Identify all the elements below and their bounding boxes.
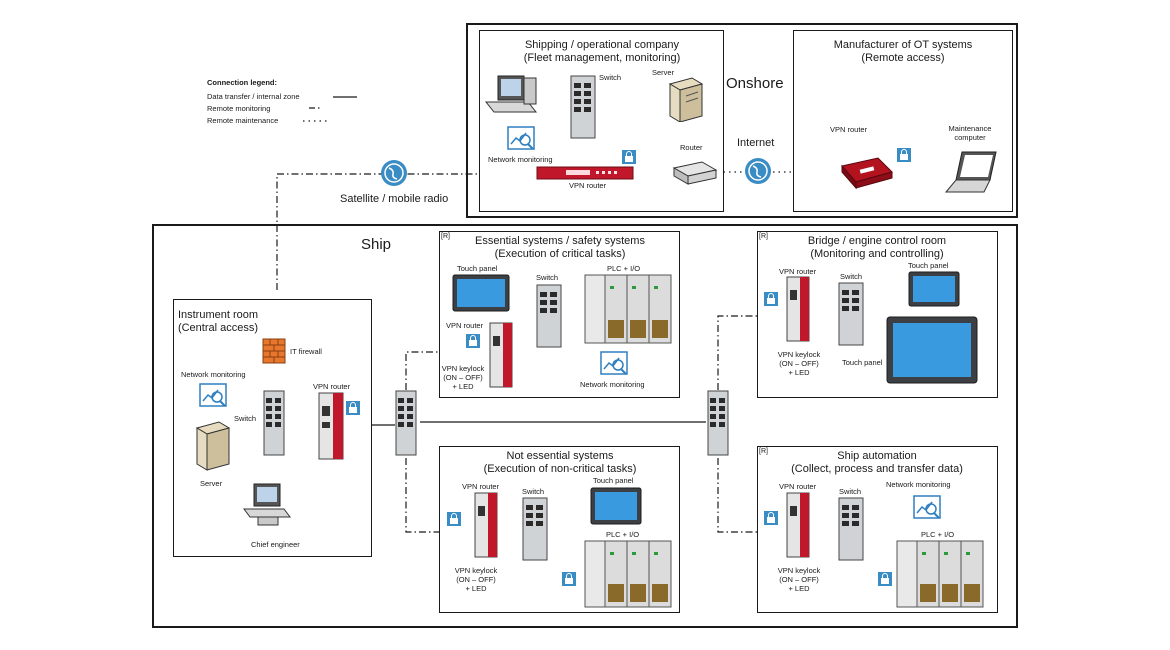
essential-systems-title: Essential systems / safety systems (Exec… [475,235,645,260]
switch-icon [838,282,864,346]
lock-badge-icon [622,150,636,164]
switch-icon [536,284,562,348]
server-label: Server [200,479,223,488]
internet-globe-icon [745,158,771,184]
touch-panel-label: Touch panel [908,261,949,270]
touch-panel-large-icon [886,316,978,384]
network-monitoring-label: Network monitoring [580,380,645,389]
vpn-keylock-label: VPN keylock (ON – OFF) + LED [777,350,821,377]
network-monitoring-label: Network monitoring [181,370,246,379]
vpn-router-label: VPN router [779,267,817,276]
vpn-router-label: VPN router [462,482,500,491]
plc-io-icon [896,540,984,608]
automation-r-mark: [R] [759,448,768,455]
switch-icon [570,75,596,139]
ship-zone [152,224,1018,628]
vpn-router-icon [318,392,344,460]
switch-label: Switch [522,487,545,496]
legend-item: Data transfer / internal zone [207,92,300,101]
essential-r-mark: [R] [441,233,450,240]
touch-panel-label: Touch panel [593,476,634,485]
lock-badge-icon [466,334,480,348]
network-monitoring-icon [199,383,227,407]
firewall-icon [262,338,286,364]
switch-label: Switch [839,487,862,496]
plc-label: PLC + I/O [606,530,640,539]
touch-panel-icon [908,271,960,307]
desktop-computer-icon [484,75,538,113]
laptop-icon [944,151,997,193]
lock-badge-icon [346,401,360,415]
onshore-label: Onshore [726,75,784,92]
legend-item: Remote maintenance [207,116,279,125]
plc-label: PLC + I/O [607,264,641,273]
maintenance-computer-label: Maintenance computer [948,124,992,142]
shipping-company-title: Shipping / operational company (Fleet ma… [523,39,681,64]
plc-io-icon [584,540,672,608]
router-label: Router [680,143,703,152]
vpn-router-label: VPN router [313,382,351,391]
network-monitoring-label: Network monitoring [488,155,553,164]
lock-badge-icon [562,572,576,586]
lock-badge-icon [447,512,461,526]
lock-badge-icon [764,292,778,306]
vpn-router-icon [786,492,810,558]
chief-engineer-label: Chief engineer [251,540,300,549]
vpn-router-icon [474,492,498,558]
vpn-router-label: VPN router [830,125,868,134]
plc-io-icon [584,274,672,344]
switch-label: Switch [599,73,622,82]
network-monitoring-icon [507,126,535,150]
vpn-router-rack-icon [536,166,634,180]
legend-title: Connection legend: [207,78,277,87]
desktop-computer-icon [243,483,291,526]
manufacturer-title: Manufacturer of OT systems (Remote acces… [833,39,973,64]
switch-label: Switch [536,273,559,282]
ship-automation-title: Ship automation (Collect, process and tr… [791,450,963,475]
switch-icon [263,390,285,456]
vpn-router-label: VPN router [446,321,484,330]
switch-icon [522,497,548,561]
internet-label: Internet [737,137,775,149]
satellite-globe-icon [381,160,407,186]
network-monitoring-icon [913,495,941,519]
network-monitoring-icon [600,351,628,375]
vpn-keylock-label: VPN keylock (ON – OFF) + LED [777,566,821,593]
instrument-room-title: Instrument room (Central access) [177,309,259,334]
switch-icon [838,497,864,561]
nonessential-title: Not essential systems (Execution of non-… [483,450,637,475]
vpn-router-label: VPN router [569,181,607,190]
backbone-switch-icon [395,390,417,456]
usb-vpn-router-icon [841,157,893,190]
server-icon [195,421,231,471]
vpn-router-label: VPN router [779,482,817,491]
lock-badge-icon [764,511,778,525]
server-icon [668,77,704,122]
touch-panel-icon [452,274,510,312]
plc-label: PLC + I/O [921,530,955,539]
touch-panel-label: Touch panel [457,264,498,273]
touch-panel-label: Touch panel [842,358,883,367]
bridge-r-mark: [R] [759,233,768,240]
ship-label: Ship [361,236,392,253]
firewall-label: IT firewall [290,347,322,356]
satellite-label: Satellite / mobile radio [340,193,449,205]
legend-item: Remote monitoring [207,104,271,113]
vpn-router-icon [489,322,513,388]
lock-badge-icon [878,572,892,586]
vpn-keylock-label: VPN keylock (ON – OFF) + LED [441,364,485,391]
lock-badge-icon [897,148,911,162]
onshore-zone [466,23,1018,218]
touch-panel-icon [590,487,642,525]
network-monitoring-label: Network monitoring [886,480,951,489]
router-icon [672,161,718,185]
switch-label: Switch [234,414,257,423]
backbone-switch-icon [707,390,729,456]
vpn-keylock-label: VPN keylock (ON – OFF) + LED [454,566,498,593]
bridge-title: Bridge / engine control room (Monitoring… [807,235,947,260]
server-label: Server [652,68,675,77]
switch-label: Switch [840,272,863,281]
vpn-router-icon [786,276,810,342]
